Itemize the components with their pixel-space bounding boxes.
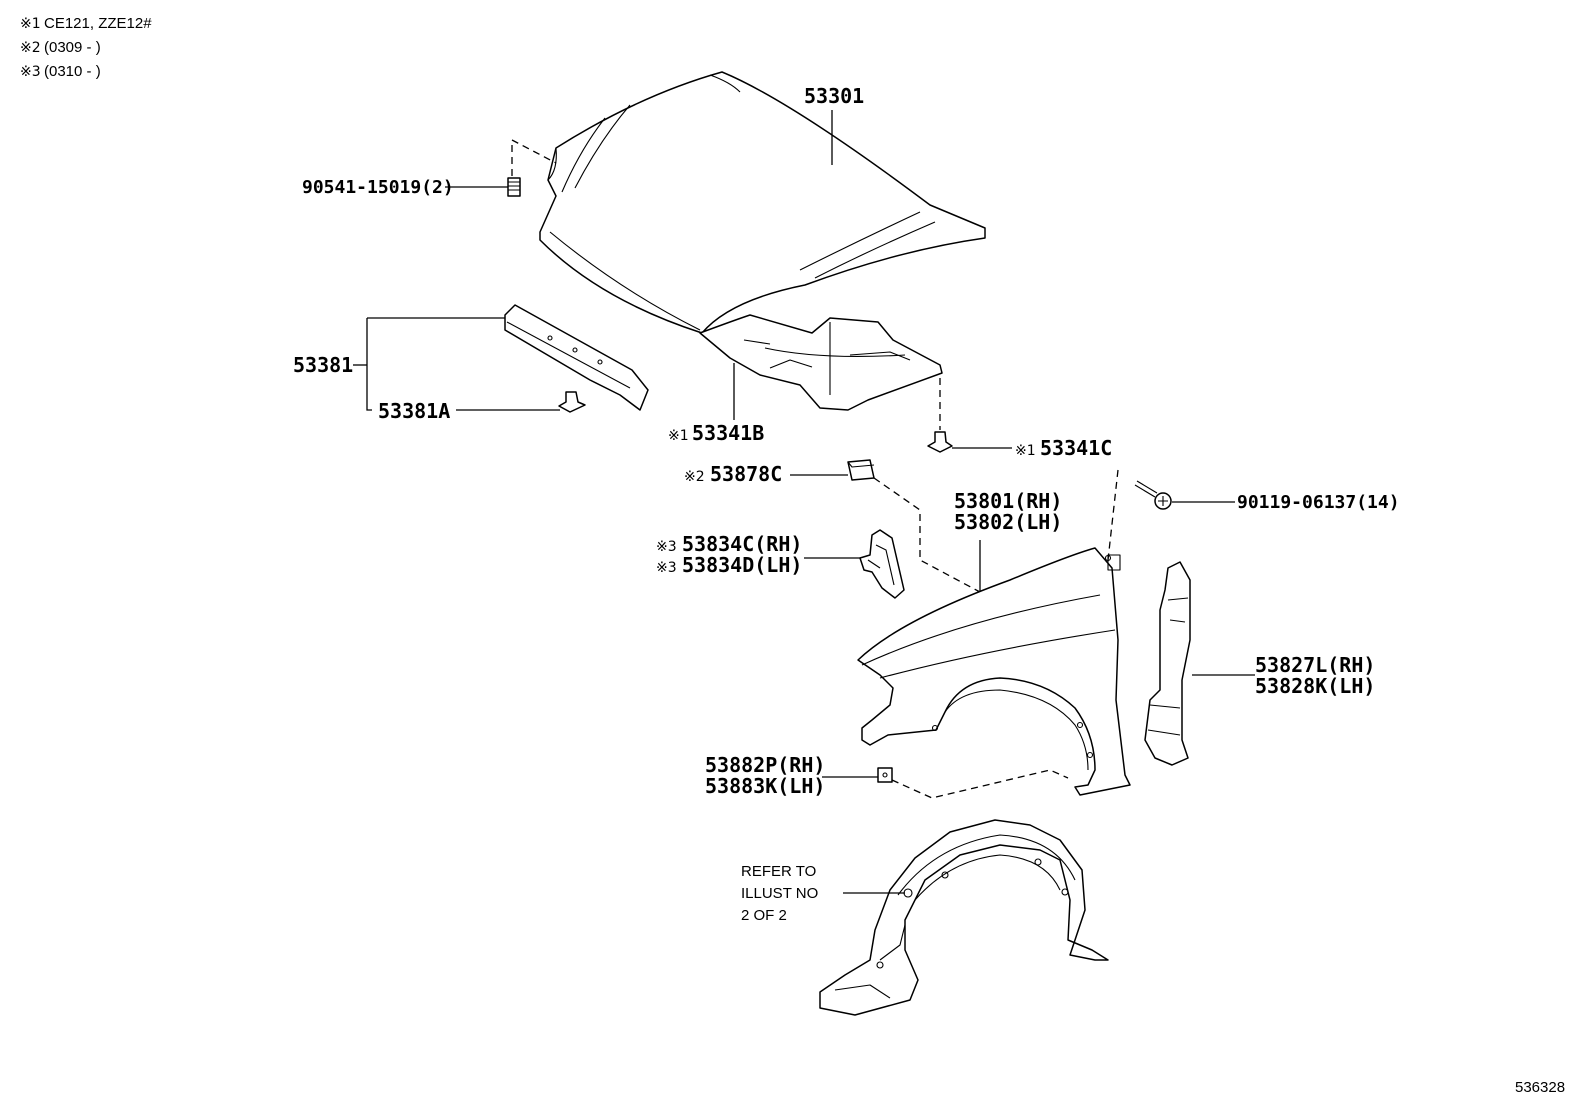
- fender-pad-part-number[interactable]: 53878C: [710, 462, 782, 486]
- note-3-mark: ※3: [20, 64, 41, 80]
- note-1-text: CE121, ZZE12#: [44, 15, 152, 32]
- liner-pad[interactable]: [877, 767, 893, 783]
- hood-bolt-dash: [511, 138, 557, 176]
- insulator-part-number[interactable]: 53341B: [692, 421, 764, 445]
- fender-seal-mark-lh: ※3: [656, 560, 677, 576]
- hood-bolt-part-number[interactable]: 90541-15019(2): [302, 177, 454, 198]
- fender-seal-mark-rh: ※3: [656, 539, 677, 555]
- note-2-mark: ※2: [20, 40, 41, 56]
- refer-line-1: REFER TO: [741, 863, 816, 880]
- note-2-text: (0309 - ): [44, 39, 101, 56]
- fender-liner[interactable]: [819, 819, 1109, 1016]
- hood-seal-bracket: [366, 318, 372, 411]
- fender-rh-part-number[interactable]: 53801(RH): [954, 489, 1062, 513]
- hood-insulator[interactable]: [699, 314, 943, 411]
- hood-bolt[interactable]: [507, 177, 521, 197]
- fender-lh-part-number[interactable]: 53802(LH): [954, 510, 1062, 534]
- diagram-number: 536328: [1515, 1079, 1565, 1096]
- insulator-clip-mark: ※1: [1015, 443, 1036, 459]
- fender-seal[interactable]: [859, 529, 905, 599]
- fender-seal-lh-part-number[interactable]: 53834D(LH): [682, 553, 802, 577]
- hood-seal-clip[interactable]: [558, 391, 586, 413]
- screw-part-number[interactable]: 90119-06137(14): [1237, 492, 1400, 513]
- hood-seal[interactable]: [504, 304, 649, 411]
- fender-pad[interactable]: [847, 459, 875, 481]
- fender-bracket-rh-part-number[interactable]: 53827L(RH): [1255, 653, 1375, 677]
- insulator-mark: ※1: [668, 428, 689, 444]
- liner-pad-rh-part-number[interactable]: 53882P(RH): [705, 753, 825, 777]
- note-3-text: (0310 - ): [44, 63, 101, 80]
- front-fender[interactable]: [857, 547, 1131, 796]
- liner-pad-lh-part-number[interactable]: 53883K(LH): [705, 774, 825, 798]
- hood-clip-part-number[interactable]: 53381A: [378, 399, 450, 423]
- hood-panel[interactable]: [539, 71, 986, 334]
- note-1-mark: ※1: [20, 16, 41, 32]
- notes-block: ※1 CE121, ZZE12# ※2 (0309 - ) ※3 (0310 -…: [20, 15, 152, 80]
- refer-line-2: ILLUST NO: [741, 885, 818, 902]
- hood-seal-part-number[interactable]: 53381: [293, 353, 353, 377]
- fender-bracket[interactable]: [1144, 561, 1191, 766]
- refer-line-3: 2 OF 2: [741, 907, 787, 924]
- fender-seal-rh-part-number[interactable]: 53834C(RH): [682, 532, 802, 556]
- fender-screw[interactable]: [1134, 480, 1172, 510]
- hood-part-number[interactable]: 53301: [804, 84, 864, 108]
- fender-bracket-lh-part-number[interactable]: 53828K(LH): [1255, 674, 1375, 698]
- fender-pad-mark: ※2: [684, 469, 705, 485]
- screw-dash: [1107, 469, 1119, 561]
- insulator-clip[interactable]: [927, 431, 953, 453]
- insulator-clip-part-number[interactable]: 53341C: [1040, 436, 1112, 460]
- fender-pad-dash: [873, 477, 981, 593]
- liner-pad-dash: [891, 769, 1069, 799]
